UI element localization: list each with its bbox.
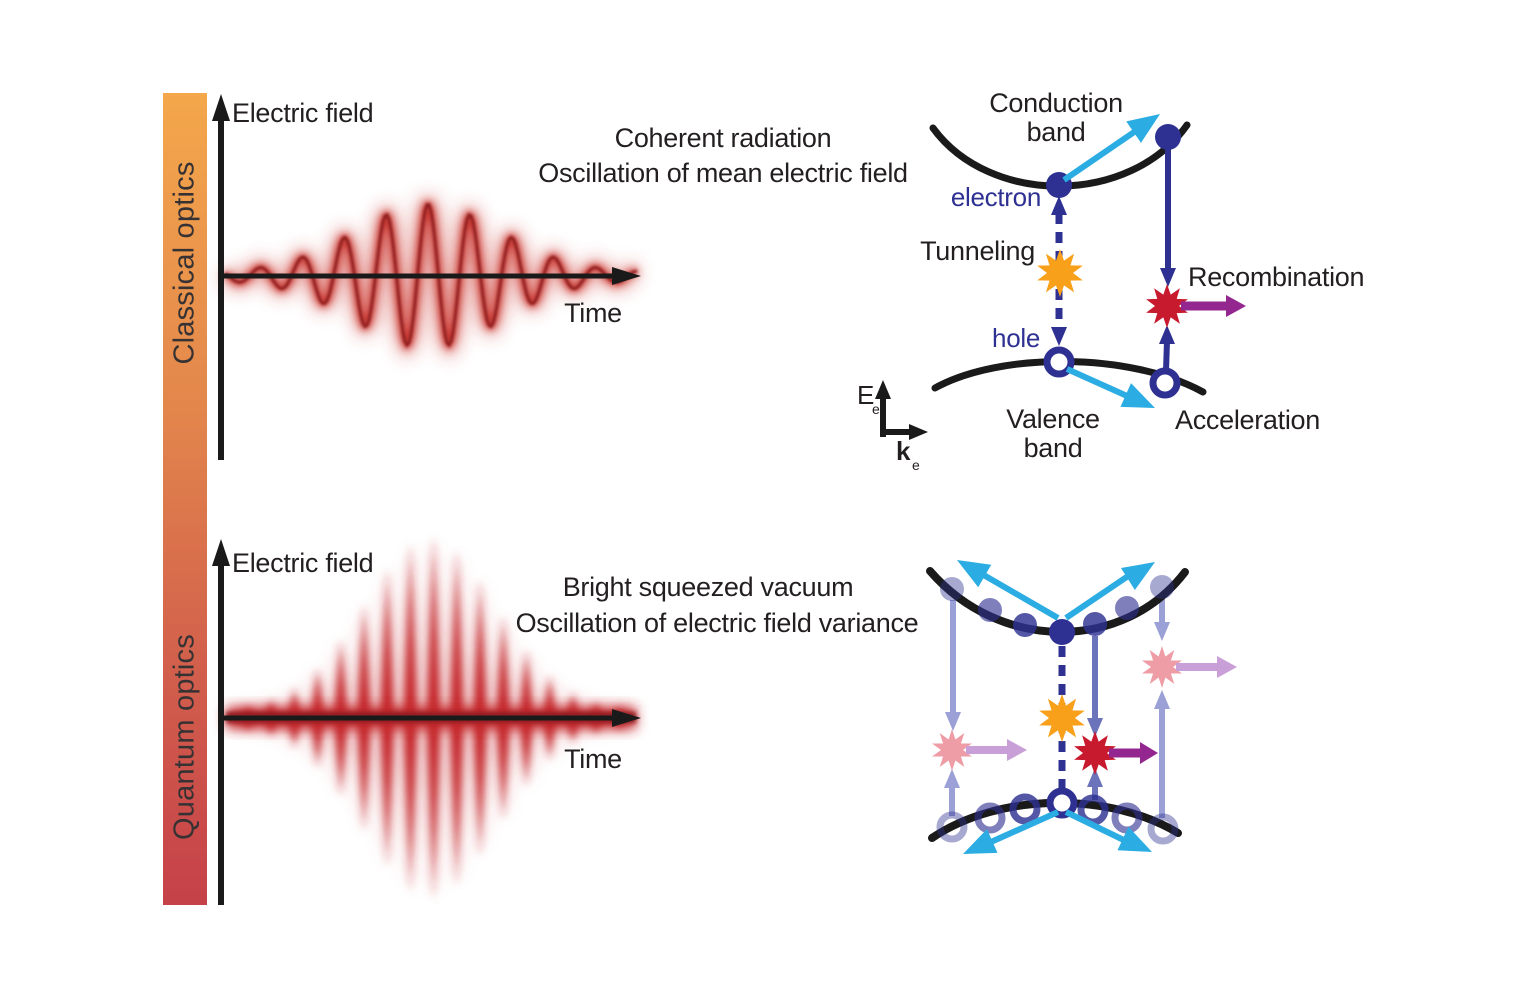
quantum-field-plot: Electric field Time <box>212 536 641 905</box>
faded-down-arrowhead-right-icon <box>1154 622 1170 641</box>
conduction-band-label-line2: band <box>1027 117 1086 147</box>
optics-gradient-bar <box>163 93 207 905</box>
energy-axis-subscript: e <box>872 401 880 417</box>
electron-spread-line-left <box>973 567 1060 621</box>
tunneling-down-arrowhead-icon <box>1051 327 1067 346</box>
hole-acceleration-line <box>1065 366 1138 403</box>
mid-down-arrowhead-icon <box>1087 718 1103 737</box>
electron-acceleration-arrowhead-icon <box>1126 114 1160 143</box>
hole-ring <box>1043 346 1075 378</box>
electron-label: electron <box>951 182 1041 212</box>
faded-recombination-starburst-right-icon <box>1142 646 1182 688</box>
recombination-hole-line <box>1163 340 1170 372</box>
classical-time-axis-label: Time <box>564 298 622 328</box>
electron-acceleration-line <box>1062 125 1142 183</box>
mid-up-arrowhead-icon <box>1087 768 1103 787</box>
momentum-axis-symbol: k <box>896 436 911 466</box>
photon-emission-arrowhead-icon <box>1140 742 1158 764</box>
electron-dot <box>978 598 1002 622</box>
electron-spread-line-right <box>1064 567 1139 621</box>
conduction-band-label-line1: Conduction <box>989 88 1123 118</box>
hole-acceleration-arrowhead-icon <box>1120 383 1155 408</box>
faded-up-arrowhead-right-icon <box>1154 690 1170 709</box>
tunneling-label: Tunneling <box>920 236 1035 266</box>
recombination-starburst-icon <box>1074 731 1116 775</box>
classical-x-axis-arrowhead-icon <box>612 267 641 285</box>
hole-ring <box>1149 367 1181 399</box>
electron-dot <box>1155 124 1181 150</box>
recombination-down-arrowhead-icon <box>1160 268 1176 287</box>
hole-ring <box>1009 793 1041 825</box>
tunneling-starburst-icon <box>1037 249 1083 297</box>
energy-axis-arrowhead-icon <box>875 380 891 399</box>
energy-axis-symbol: E <box>857 380 874 410</box>
classical-band-diagram: E e k e Conduction band electron Tunneli… <box>857 88 1365 473</box>
quantum-y-axis-arrowhead-icon <box>212 539 230 566</box>
quantum-time-axis-label: Time <box>564 744 622 774</box>
quantum-field-axis-label: Electric field <box>232 548 373 578</box>
electron-dot <box>1115 596 1139 620</box>
recombination-up-arrowhead-icon <box>1159 325 1175 344</box>
faded-photon-arrowhead-right-icon <box>1217 656 1237 678</box>
hole-label: hole <box>992 323 1040 353</box>
hole-spread-arrowhead-left-icon <box>963 829 998 854</box>
quantum-caption-line1: Bright squeezed vacuum <box>563 572 854 602</box>
classical-y-axis-arrowhead-icon <box>212 94 230 121</box>
photon-emission-arrowhead-icon <box>1226 295 1246 317</box>
electron-dot <box>1083 612 1107 636</box>
hole-spread-line-left <box>980 809 1060 849</box>
recombination-starburst-icon <box>1146 284 1188 328</box>
faded-photon-arrowhead-left-icon <box>1007 739 1027 761</box>
electron-dot <box>940 577 964 601</box>
hole-ring <box>974 802 1006 834</box>
classical-field-axis-label: Electric field <box>232 98 373 128</box>
momentum-axis-arrowhead-icon <box>909 424 928 440</box>
electron-spread-arrowhead-right-icon <box>1120 562 1155 591</box>
electron-spread-arrowhead-left-icon <box>957 560 992 588</box>
classical-caption-line1: Coherent radiation <box>615 123 832 153</box>
electron-dot <box>1150 575 1174 599</box>
electron-dot <box>1013 613 1037 637</box>
recombination-label: Recombination <box>1188 262 1364 292</box>
classical-field-plot: Electric field Time <box>212 94 641 460</box>
valence-band-label-line1: Valence <box>1006 404 1099 434</box>
electron-dot <box>1049 619 1075 645</box>
valence-band-label-line2: band <box>1024 433 1083 463</box>
acceleration-label: Acceleration <box>1175 405 1320 435</box>
faded-down-arrowhead-left-icon <box>945 712 961 731</box>
faded-recombination-starburst-left-icon <box>932 729 972 771</box>
quantum-x-axis-arrowhead-icon <box>612 709 641 727</box>
hole-ring <box>1046 787 1078 819</box>
tunneling-up-arrowhead-icon <box>1051 196 1067 215</box>
tunneling-starburst-icon <box>1039 694 1085 742</box>
quantum-caption-line2: Oscillation of electric field variance <box>516 608 919 638</box>
hole-ring <box>936 811 968 843</box>
hole-spread-arrowhead-right-icon <box>1117 826 1152 852</box>
faded-up-arrowhead-left-icon <box>944 769 960 788</box>
coherent-wave-core <box>224 203 638 348</box>
momentum-axis-subscript: e <box>912 457 920 473</box>
quantum-band-diagram <box>926 560 1237 854</box>
classical-caption-line2: Oscillation of mean electric field <box>538 158 907 188</box>
hole-ring <box>1147 813 1179 845</box>
